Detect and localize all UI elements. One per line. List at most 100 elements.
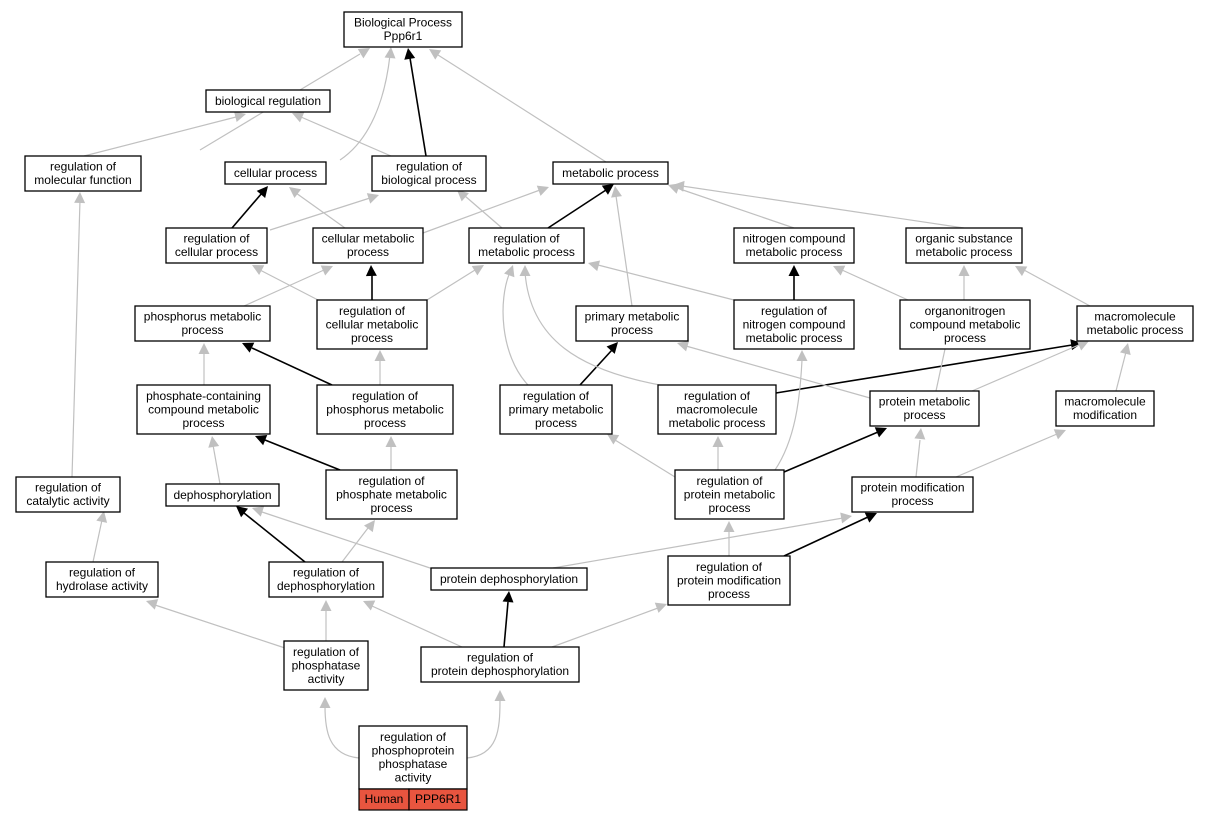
go-term-box: [136, 384, 271, 435]
go-term-label-line: regulation of: [50, 160, 117, 174]
is-a-arrowhead: [319, 697, 331, 708]
go-term-label-line: metabolic process: [916, 245, 1013, 259]
go-term-cellular-process[interactable]: cellular process: [224, 161, 327, 185]
is-a-edge: [466, 699, 501, 759]
is-a-edge: [339, 54, 391, 161]
is-a-arrowhead: [1076, 340, 1089, 351]
is-a-arrowhead: [252, 506, 265, 517]
regulates-arrowhead: [236, 506, 249, 518]
go-term-label-line: compound metabolic: [148, 402, 259, 416]
go-term-label-line: process: [535, 416, 577, 430]
regulates-arrowhead: [404, 48, 416, 60]
go-term-biological-regulation[interactable]: biological regulation: [205, 89, 331, 113]
is-a-arrowhead: [366, 193, 379, 204]
is-a-arrowhead: [840, 512, 852, 524]
go-term-label-line: metabolic process: [1087, 323, 1184, 337]
go-term-label-line: regulation of: [380, 730, 447, 744]
is-a-edge: [261, 511, 437, 571]
go-term-label-line: regulation of: [69, 566, 136, 580]
go-term-label-line: dephosphorylation: [173, 488, 271, 502]
go-term-box: [667, 555, 791, 606]
is-a-arrowhead: [289, 187, 302, 199]
regulates-edge: [547, 189, 607, 229]
is-a-edge: [524, 271, 661, 386]
go-term-label-line: regulation of: [35, 481, 102, 495]
go-term-label-line: regulation of: [493, 232, 560, 246]
is-a-arrowhead: [607, 434, 620, 445]
is-a-edge: [371, 605, 463, 648]
regulates-arrowhead: [601, 184, 614, 195]
go-term-label-line: phosphatase: [379, 757, 448, 771]
is-a-arrowhead: [208, 436, 220, 448]
go-term-label-line: hydrolase activity: [56, 579, 148, 593]
go-term-label-line: process: [903, 408, 945, 422]
is-a-arrowhead: [536, 185, 549, 196]
go-term-label-line: process: [708, 501, 750, 515]
is-a-edge: [676, 187, 795, 229]
go-term-label-line: nitrogen compound: [743, 232, 846, 246]
is-a-edge: [774, 359, 803, 471]
is-a-edge: [154, 604, 286, 649]
go-term-metabolic-process[interactable]: metabolic process: [552, 161, 669, 185]
is-a-arrowhead: [357, 48, 370, 59]
go-term-label-line: regulation of: [339, 304, 406, 318]
is-a-arrowhead: [320, 265, 333, 276]
go-term-label-line: process: [181, 323, 223, 337]
go-term-dephosphorylation[interactable]: dephosphorylation: [165, 483, 280, 507]
go-term-label-line: regulation of: [358, 474, 425, 488]
go-term-box: [1055, 390, 1155, 427]
go-term-label-line: protein metabolic: [879, 395, 970, 409]
is-a-edge: [426, 269, 476, 301]
go-term-label-line: cellular metabolic: [326, 317, 419, 331]
go-term-label-line: organic substance: [915, 232, 1013, 246]
species-badge: Human: [365, 792, 404, 806]
go-term-label-line: phosphatase: [292, 658, 361, 672]
is-a-edge: [971, 343, 1082, 392]
go-term-box: [674, 469, 785, 520]
go-term-label-line: phosphate metabolic: [336, 487, 447, 501]
go-term-label-line: organonitrogen: [925, 304, 1006, 318]
go-term-box: [733, 299, 855, 350]
gene-badge: PPP6R1: [415, 792, 461, 806]
is-a-edge: [92, 519, 103, 563]
go-term-protein-dephosphorylation[interactable]: protein dephosphorylation: [430, 567, 588, 591]
is-a-arrowhead: [292, 112, 305, 123]
regulates-arrowhead: [864, 512, 877, 523]
go-term-box: [15, 476, 121, 513]
is-a-arrowhead: [1015, 266, 1028, 277]
go-term-regulation-of-phosphoprotein-phosphatase-activity[interactable]: regulation ofphosphoproteinphosphataseac…: [358, 725, 468, 790]
is-a-edge: [83, 116, 237, 157]
is-a-arrowhead: [1053, 429, 1066, 440]
go-term-label-line: primary metabolic: [585, 310, 680, 324]
